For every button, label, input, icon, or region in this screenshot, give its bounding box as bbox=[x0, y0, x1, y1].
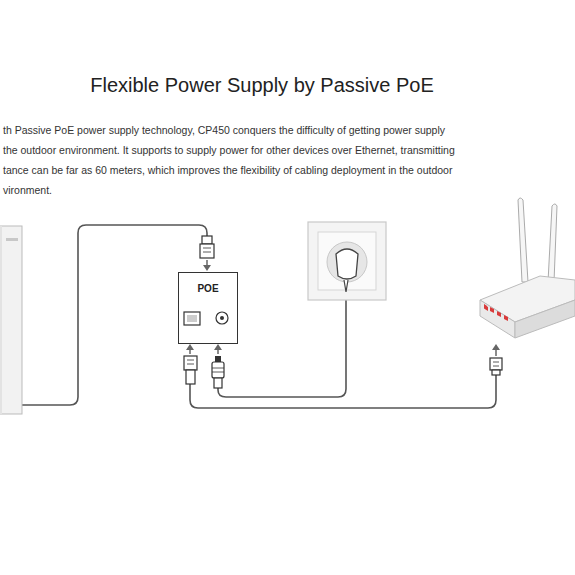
plugs bbox=[184, 344, 224, 388]
description-text: tance can be far as 60 meters, which imp… bbox=[3, 164, 452, 176]
description-text: th Passive PoE power supply technology, … bbox=[3, 124, 445, 136]
description-text: the outdoor environment. It supports to … bbox=[3, 144, 455, 156]
arrow bbox=[203, 265, 211, 271]
wall-outlet bbox=[308, 222, 386, 300]
ethernet-cable bbox=[190, 374, 496, 408]
cables bbox=[22, 225, 496, 408]
description-text: vironment. bbox=[3, 184, 52, 196]
poe-injector bbox=[178, 272, 238, 344]
rj45-plug bbox=[200, 236, 214, 258]
title: Flexible Power Supply by Passive PoE bbox=[90, 74, 434, 97]
router bbox=[480, 198, 575, 375]
poe-box: POE bbox=[178, 272, 238, 344]
node-label: POE bbox=[179, 283, 237, 294]
cpe-device bbox=[0, 226, 22, 414]
